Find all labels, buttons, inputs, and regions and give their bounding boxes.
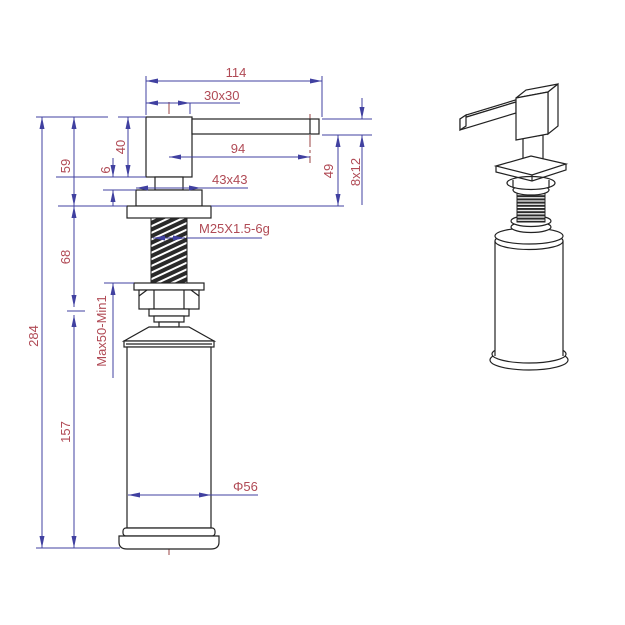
- bottle-flare: [122, 527, 216, 537]
- mounting-nut: [133, 282, 205, 328]
- dim-label-30x30: 30x30: [204, 88, 239, 103]
- dim-label-40: 40: [113, 140, 128, 154]
- dimension-labels: 114 30x30 40 94 6 59 43x43 49 8x12 M25X1…: [26, 65, 363, 494]
- dim-label-diameter: Φ56: [233, 479, 258, 494]
- dim-label-157: 157: [58, 421, 73, 443]
- iso-flange: [493, 155, 569, 176]
- iso-thread: [516, 191, 546, 223]
- hex-nut: [138, 289, 200, 310]
- dim-label-clamp-range: Max50-Min1: [94, 295, 109, 367]
- dim-label-43x43: 43x43: [212, 172, 247, 187]
- dim-label-8x12: 8x12: [348, 158, 363, 186]
- washer: [133, 282, 205, 291]
- dimension-lines: [36, 76, 372, 549]
- flange: [126, 189, 212, 219]
- front-view: [118, 102, 320, 557]
- dim-label-49: 49: [321, 164, 336, 178]
- dim-label-thread-spec: M25X1.5-6g: [199, 221, 270, 236]
- bottle: [118, 326, 220, 550]
- bottle-base: [118, 535, 220, 550]
- threaded-shank: [150, 217, 188, 284]
- isometric-view: [459, 82, 569, 371]
- dim-label-68: 68: [58, 250, 73, 264]
- dim-label-94: 94: [231, 141, 245, 156]
- dim-label-114: 114: [226, 65, 247, 80]
- dim-label-284: 284: [26, 325, 41, 347]
- iso-spout: [459, 97, 523, 132]
- bottle-body: [126, 346, 212, 529]
- spout: [191, 118, 320, 135]
- dim-label-6: 6: [98, 166, 113, 173]
- bottle-shoulder: [121, 326, 217, 342]
- dim-label-59: 59: [58, 159, 73, 173]
- iso-head: [515, 82, 559, 141]
